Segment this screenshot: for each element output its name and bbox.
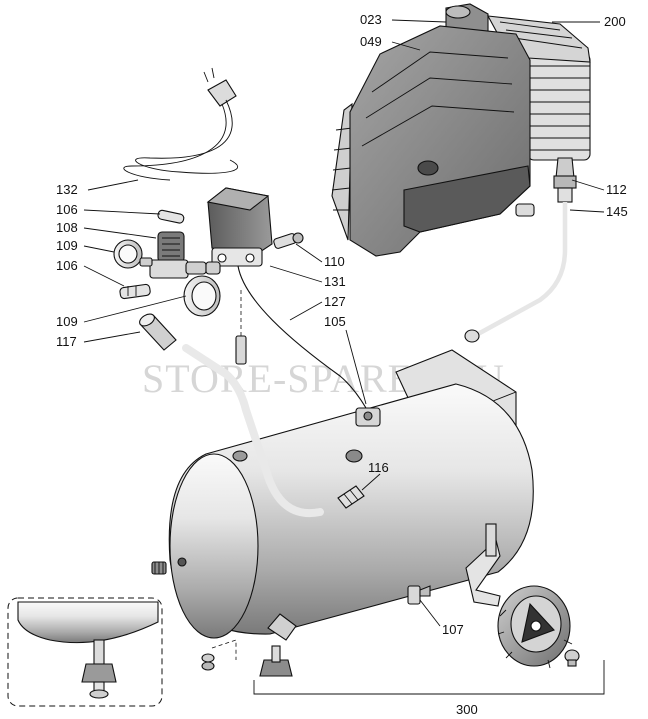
label-131: 131	[324, 274, 346, 289]
label-107: 107	[442, 622, 464, 637]
label-106-top: 106	[56, 202, 78, 217]
label-023: 023	[360, 12, 382, 27]
inset-detail	[7, 597, 163, 707]
pressure-regulator	[149, 231, 221, 279]
label-145: 145	[606, 204, 628, 219]
label-200: 200	[604, 14, 626, 29]
pressure-gauge-lower	[183, 275, 221, 317]
rubber-foot	[201, 639, 293, 677]
outlet-pipe	[464, 157, 577, 343]
connecting-pipe	[237, 265, 367, 409]
stud-bolt	[235, 290, 247, 365]
axle-cap	[564, 649, 580, 667]
air-tank	[168, 344, 534, 641]
handle-grip	[139, 313, 177, 351]
drain-valve	[407, 585, 431, 605]
pressure-switch	[206, 187, 273, 267]
compressor-head	[331, 3, 591, 257]
label-049: 049	[360, 34, 382, 49]
label-105: 105	[324, 314, 346, 329]
unloader-fitting	[273, 232, 304, 249]
leader-lines	[83, 19, 605, 695]
label-108: 108	[56, 220, 78, 235]
label-109-top: 109	[56, 238, 78, 253]
nipple-fitting-lower	[119, 283, 151, 300]
label-106-lower: 106	[56, 258, 78, 273]
label-116: 116	[368, 460, 389, 475]
label-117: 117	[56, 334, 77, 349]
label-110: 110	[324, 254, 345, 269]
label-300: 300	[456, 702, 478, 717]
nipple-fitting-top	[157, 209, 185, 224]
label-127: 127	[324, 294, 346, 309]
wheel	[497, 585, 573, 669]
label-109-lower: 109	[56, 314, 78, 329]
power-cord	[123, 67, 238, 181]
callout-labels: 023 049 200 132 106 108 109 106 110 131 …	[56, 12, 628, 717]
label-112: 112	[606, 182, 627, 197]
drain-plug	[151, 561, 167, 575]
cooling-fins	[527, 53, 591, 161]
label-132: 132	[56, 182, 78, 197]
pressure-gauge-upper	[113, 239, 153, 269]
